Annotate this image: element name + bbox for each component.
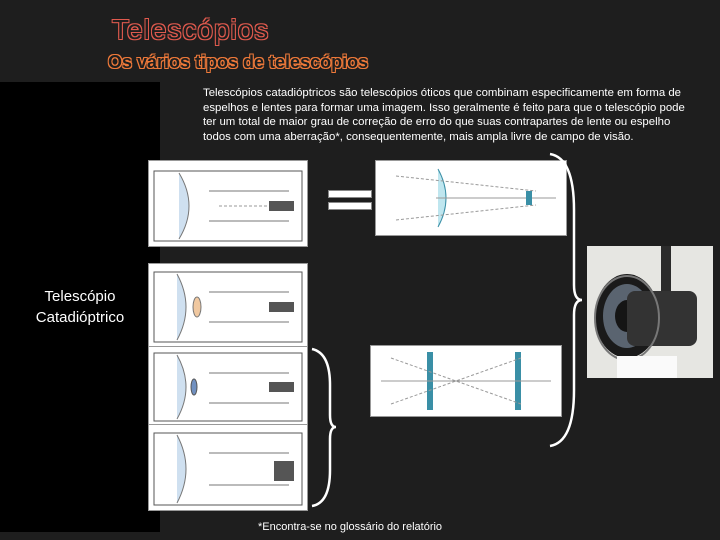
diagram-card-1 (148, 160, 308, 247)
equals-icon (328, 190, 370, 210)
telescope-diagram-3 (149, 347, 307, 427)
telescope-diagram-1 (149, 161, 307, 246)
sidebar-label: Telescópio Catadióptrico (0, 286, 160, 328)
page-title: Telescópios (112, 14, 269, 46)
sidebar-label-line2: Catadióptrico (0, 307, 160, 328)
telescope-photo (587, 246, 713, 378)
brace-left (308, 345, 338, 510)
diagram-card-3 (148, 346, 308, 428)
diagram-card-top-right (375, 160, 567, 236)
catadioptric-schematic-2 (371, 346, 561, 416)
brace-right (546, 150, 586, 450)
catadioptric-schematic-1 (376, 161, 566, 235)
sidebar-label-line1: Telescópio (0, 286, 160, 307)
page-subtitle: Os vários tipos de telescópios (108, 52, 368, 73)
diagram-card-4 (148, 424, 308, 511)
telescope-photo-illustration (587, 246, 713, 378)
body-paragraph: Telescópios catadióptricos são telescópi… (203, 86, 695, 145)
diagram-card-2 (148, 263, 308, 347)
telescope-diagram-2 (149, 264, 307, 346)
telescope-diagram-4 (149, 425, 307, 510)
diagram-card-bottom-right (370, 345, 562, 417)
footnote: *Encontra-se no glossário do relatório (258, 521, 442, 533)
